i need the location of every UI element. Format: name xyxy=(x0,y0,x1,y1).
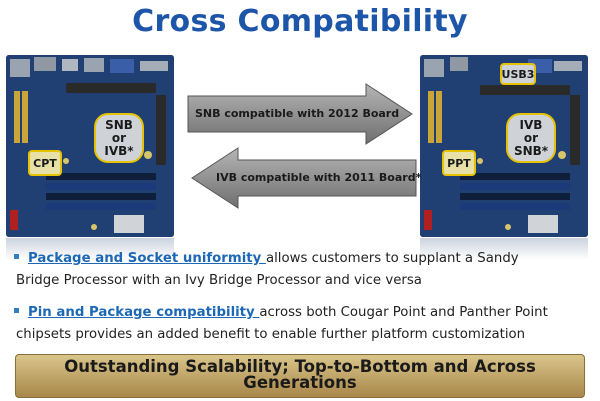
scalability-banner: Outstanding Scalability; Top-to-Bottom a… xyxy=(15,354,585,398)
right-board-reflection xyxy=(420,238,588,260)
right-chipset-label: PPT xyxy=(447,156,471,170)
motherboard-2011-graphic xyxy=(6,55,174,237)
bullet-pin-package: Pin and Package compatibility across bot… xyxy=(14,302,594,346)
motherboard-2011-image: SNB or IVB* CPT xyxy=(6,55,174,237)
bullet-1-text-line2: Bridge Processor with an Ivy Bridge Proc… xyxy=(16,273,422,288)
bullet-marker xyxy=(14,253,19,259)
page-title: Cross Compatibility xyxy=(132,4,468,39)
top-arrow-label: SNB compatible with 2012 Board xyxy=(195,107,400,120)
bullet-2-text-line2: chipsets provides an added benefit to en… xyxy=(16,327,526,342)
right-arrow-graphic xyxy=(187,83,413,145)
link-pin-package-compatibility[interactable]: Pin and Package compatibility xyxy=(28,305,260,320)
right-chipset-ppt: PPT xyxy=(442,150,476,176)
right-usb-label: USB3 xyxy=(501,67,535,81)
bullet-marker xyxy=(14,307,19,313)
left-arrow-graphic xyxy=(191,147,417,209)
link-package-socket-uniformity[interactable]: Package and Socket uniformity xyxy=(28,251,266,266)
banner-line-1: Outstanding Scalability; Top-to-Bottom a… xyxy=(64,357,536,376)
motherboard-2012-image: USB3 IVB or SNB* PPT xyxy=(420,55,588,237)
bottom-arrow-label: IVB compatible with 2011 Board* xyxy=(216,171,422,184)
right-cpu-socket: IVB or SNB* xyxy=(506,113,556,163)
motherboard-2012-graphic xyxy=(420,55,588,237)
left-socket-label: SNB or IVB* xyxy=(104,117,134,158)
left-board-reflection xyxy=(6,238,174,260)
bullet-2-text: across both Cougar Point and Panther Poi… xyxy=(259,305,548,320)
bullet-1-text: allows customers to supplant a Sandy xyxy=(265,251,519,266)
left-cpu-socket: SNB or IVB* xyxy=(94,113,144,163)
right-usb3-controller: USB3 xyxy=(500,63,536,85)
right-socket-label: IVB or SNB* xyxy=(513,117,549,158)
left-chipset-cpt: CPT xyxy=(28,150,62,176)
banner-line-2: Generations xyxy=(243,373,357,392)
left-chipset-label: CPT xyxy=(33,156,57,170)
bullet-package-socket: Package and Socket uniformity allows cus… xyxy=(14,248,594,292)
